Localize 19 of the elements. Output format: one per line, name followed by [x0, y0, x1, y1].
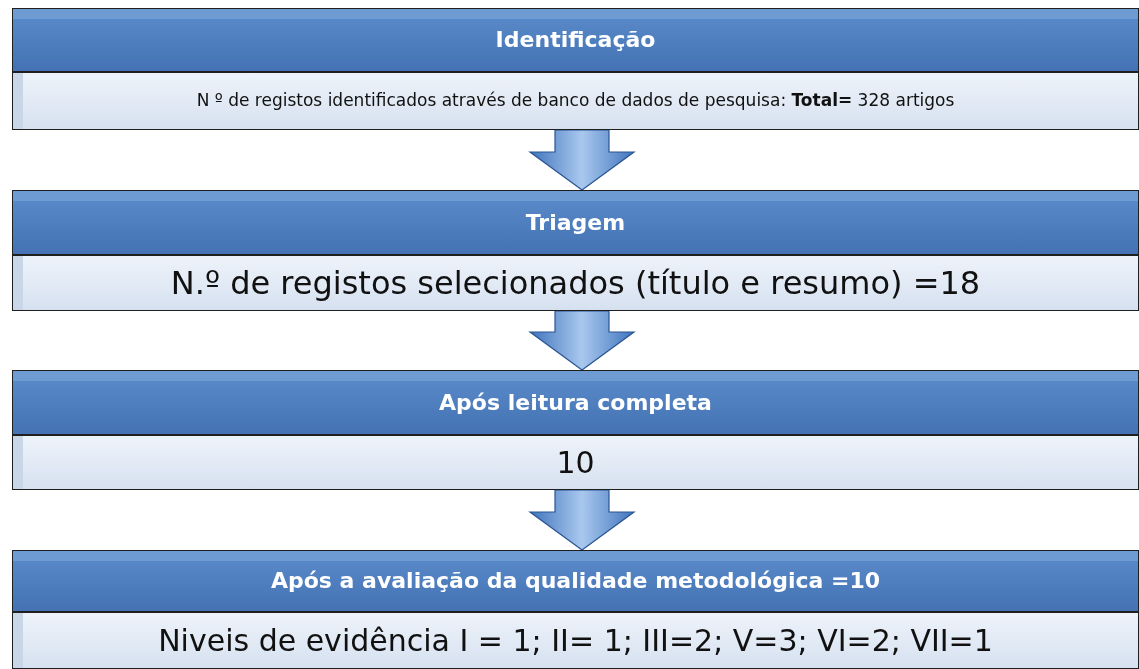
stage-title: Triagem [524, 208, 627, 237]
header-band [12, 190, 1139, 255]
stage-title: Identificação [494, 26, 657, 54]
content-band [12, 255, 1139, 311]
stage-text: 10 [555, 443, 596, 482]
stage-text: N º de registos identificados através de banco de dados de pesquisa: Total= 328 artigos [195, 90, 956, 112]
content-band [12, 72, 1139, 130]
content-band [12, 612, 1139, 669]
header-band [12, 8, 1139, 72]
block-arrow [528, 310, 636, 371]
header-band [12, 370, 1139, 435]
block-arrow [528, 489, 636, 551]
header-band [12, 550, 1139, 612]
stage-title: Após a avaliação da qualidade metodológica =10 [269, 567, 882, 595]
stage-text: Niveis de evidência I = 1; II= 1; III=2; V=3; VI=2; VII=1 [157, 621, 994, 660]
stage-text: N.º de registos selecionados (título e resumo) =18 [169, 263, 982, 303]
content-band [12, 435, 1139, 490]
stage-title: Após leitura completa [438, 388, 713, 417]
block-arrow [528, 129, 636, 191]
